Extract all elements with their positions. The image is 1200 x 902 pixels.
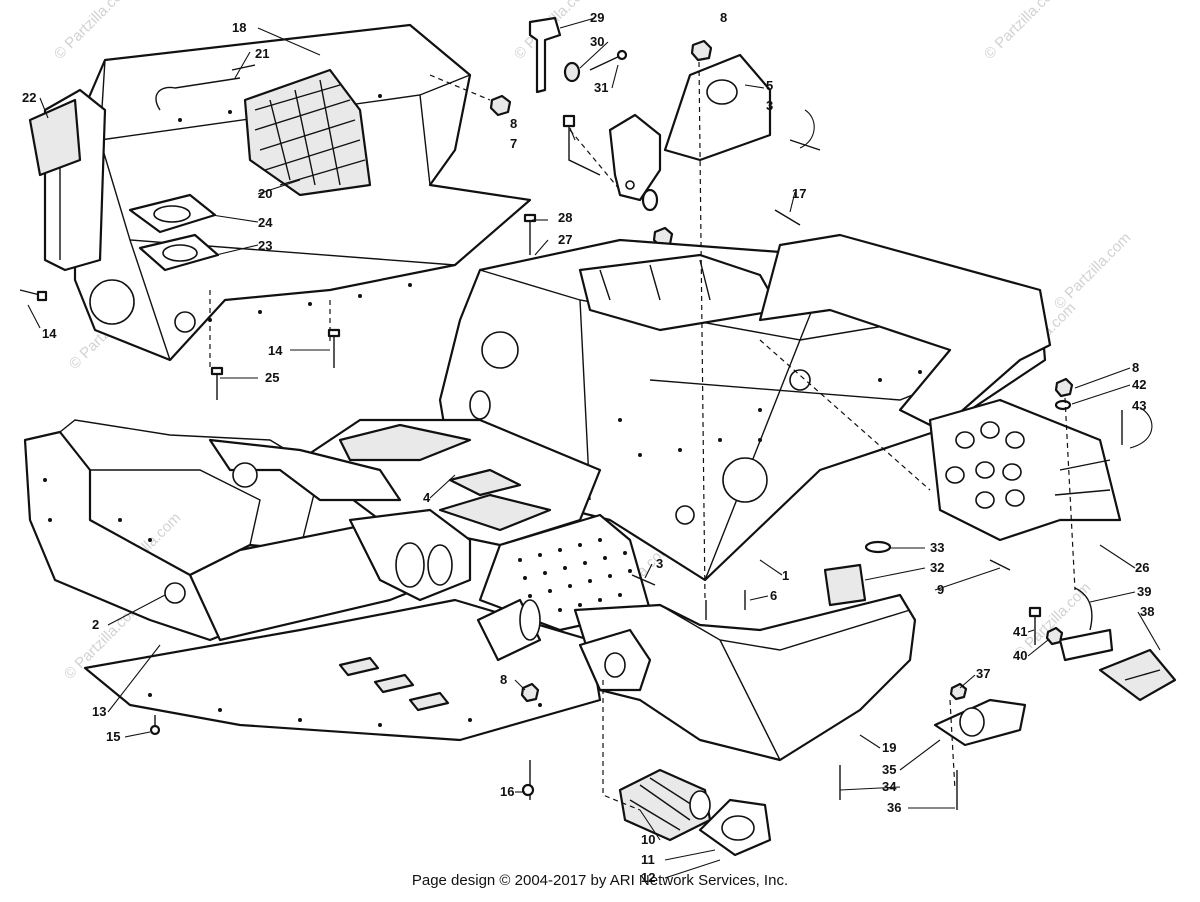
callout-32: 32 bbox=[930, 560, 944, 575]
callout-35: 35 bbox=[882, 762, 896, 777]
callout-17: 17 bbox=[792, 186, 806, 201]
callout-1: 1 bbox=[782, 568, 789, 583]
callout-41: 41 bbox=[1013, 624, 1027, 639]
callout-18: 18 bbox=[232, 20, 246, 35]
callout-5: 5 bbox=[766, 78, 773, 93]
callout-10: 10 bbox=[641, 832, 655, 847]
callout-6: 6 bbox=[770, 588, 777, 603]
callout-42: 42 bbox=[1132, 377, 1146, 392]
part-29-latch bbox=[528, 16, 562, 94]
callout-13: 13 bbox=[92, 704, 106, 719]
part-11-flange bbox=[698, 798, 772, 857]
part-31-screw bbox=[589, 49, 628, 71]
part-5-bracket bbox=[608, 53, 772, 202]
callout-43: 43 bbox=[1132, 398, 1146, 413]
part-8-nut-top bbox=[690, 39, 713, 62]
part-2-front-frame bbox=[23, 419, 472, 642]
part-8-nut-upper-left bbox=[489, 94, 512, 117]
dashed-assembly-lines bbox=[209, 61, 1076, 811]
leader-lines bbox=[27, 17, 1161, 879]
part-26-rear-bracket bbox=[928, 398, 1122, 542]
watermark: © Partzilla.com bbox=[51, 0, 134, 63]
callout-12: 12 bbox=[641, 870, 655, 885]
callout-30: 30 bbox=[590, 34, 604, 49]
part-8-nut-right bbox=[1054, 377, 1074, 398]
callout-2: 2 bbox=[92, 617, 99, 632]
callout-8: 8 bbox=[500, 672, 507, 687]
watermark: © Partzilla.com bbox=[981, 0, 1064, 63]
callout-16: 16 bbox=[500, 784, 514, 799]
callout-23: 23 bbox=[258, 238, 272, 253]
footer-copyright: Page design © 2004-2017 by ARI Network S… bbox=[411, 872, 789, 889]
callout-21: 21 bbox=[255, 46, 269, 61]
part-13-skid-plate bbox=[83, 598, 602, 742]
callout-9: 9 bbox=[937, 582, 944, 597]
callout-14: 14 bbox=[42, 326, 57, 341]
callout-3: 3 bbox=[766, 98, 773, 113]
watermark: © Partzilla.com bbox=[1051, 229, 1134, 312]
callout-19: 19 bbox=[882, 740, 896, 755]
callout-8: 8 bbox=[510, 116, 517, 131]
callout-24: 24 bbox=[258, 215, 273, 230]
part-3-side-panel bbox=[478, 513, 652, 632]
callout-39: 39 bbox=[1137, 584, 1151, 599]
callout-34: 34 bbox=[882, 779, 897, 794]
part-37-nut bbox=[949, 682, 968, 701]
part-22-bracket bbox=[28, 88, 107, 272]
part-39-strap bbox=[1058, 587, 1114, 662]
part-19-lower-pan bbox=[573, 593, 917, 762]
callout-25: 25 bbox=[265, 370, 279, 385]
callout-22: 22 bbox=[22, 90, 36, 105]
part-42-washer bbox=[1054, 399, 1072, 411]
pipe bbox=[476, 598, 542, 662]
callout-26: 26 bbox=[1135, 560, 1149, 575]
callout-11: 11 bbox=[641, 852, 655, 867]
part-30-washer bbox=[563, 61, 581, 83]
callout-20: 20 bbox=[258, 186, 272, 201]
callout-4: 4 bbox=[423, 490, 431, 505]
callout-14: 14 bbox=[268, 343, 283, 358]
part-32-block bbox=[823, 563, 867, 607]
callout-27: 27 bbox=[558, 232, 572, 247]
part-35-bracket bbox=[933, 698, 1027, 747]
part-20-mesh bbox=[243, 68, 372, 197]
callout-labels: 18 21 22 29 30 31 8 5 3 7 8 17 20 24 23 … bbox=[22, 10, 1154, 885]
callout-37: 37 bbox=[976, 666, 990, 681]
callout-38: 38 bbox=[1140, 604, 1154, 619]
callout-33: 33 bbox=[930, 540, 944, 555]
callout-40: 40 bbox=[1013, 648, 1027, 663]
callout-28: 28 bbox=[558, 210, 572, 225]
callout-7: 7 bbox=[510, 136, 517, 151]
part-38-handle bbox=[1098, 648, 1177, 702]
part-41-bolt bbox=[1028, 606, 1042, 645]
callout-31: 31 bbox=[594, 80, 608, 95]
callout-8: 8 bbox=[1132, 360, 1139, 375]
callout-8: 8 bbox=[720, 10, 727, 25]
part-8-nut-mid bbox=[641, 188, 674, 248]
part-33-o-ring bbox=[864, 540, 892, 554]
callout-29: 29 bbox=[590, 10, 604, 25]
part-21-handle bbox=[155, 64, 256, 111]
callout-15: 15 bbox=[106, 729, 120, 744]
callout-36: 36 bbox=[887, 800, 901, 815]
part-10-cylinder bbox=[618, 768, 712, 842]
part-7-bolt bbox=[562, 114, 601, 176]
callout-3: 3 bbox=[656, 556, 663, 571]
part-40-nut bbox=[1045, 626, 1064, 646]
